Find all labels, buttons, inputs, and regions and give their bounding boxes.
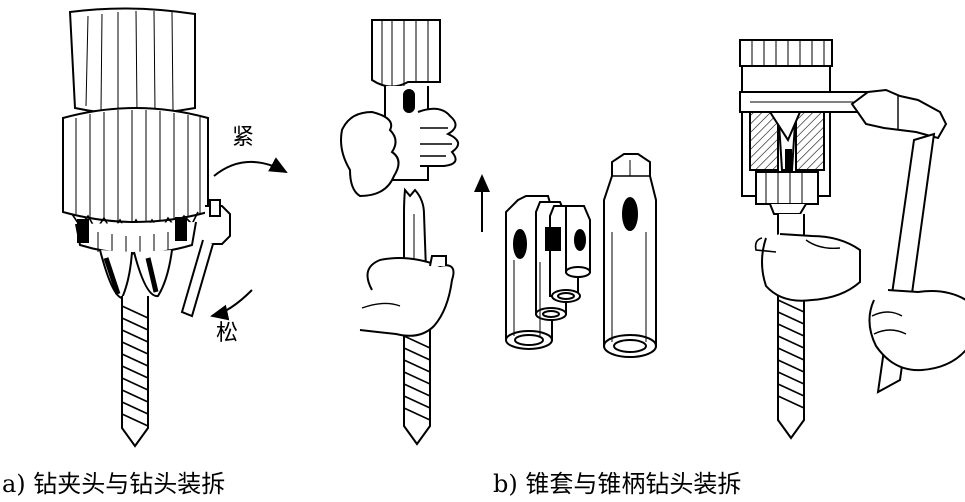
caption-a: a) 钻夹头与钻头装拆	[2, 470, 226, 498]
drill-chuck-figure	[63, 8, 288, 446]
tighten-label: 紧	[232, 125, 255, 150]
drift-removal-figure	[740, 40, 965, 438]
caption-b: b) 锥套与锥柄钻头装拆	[493, 470, 742, 498]
taper-sleeves-figure	[506, 154, 656, 357]
loosen-label: 松	[216, 321, 239, 346]
spindle-insert-figure	[341, 20, 490, 444]
